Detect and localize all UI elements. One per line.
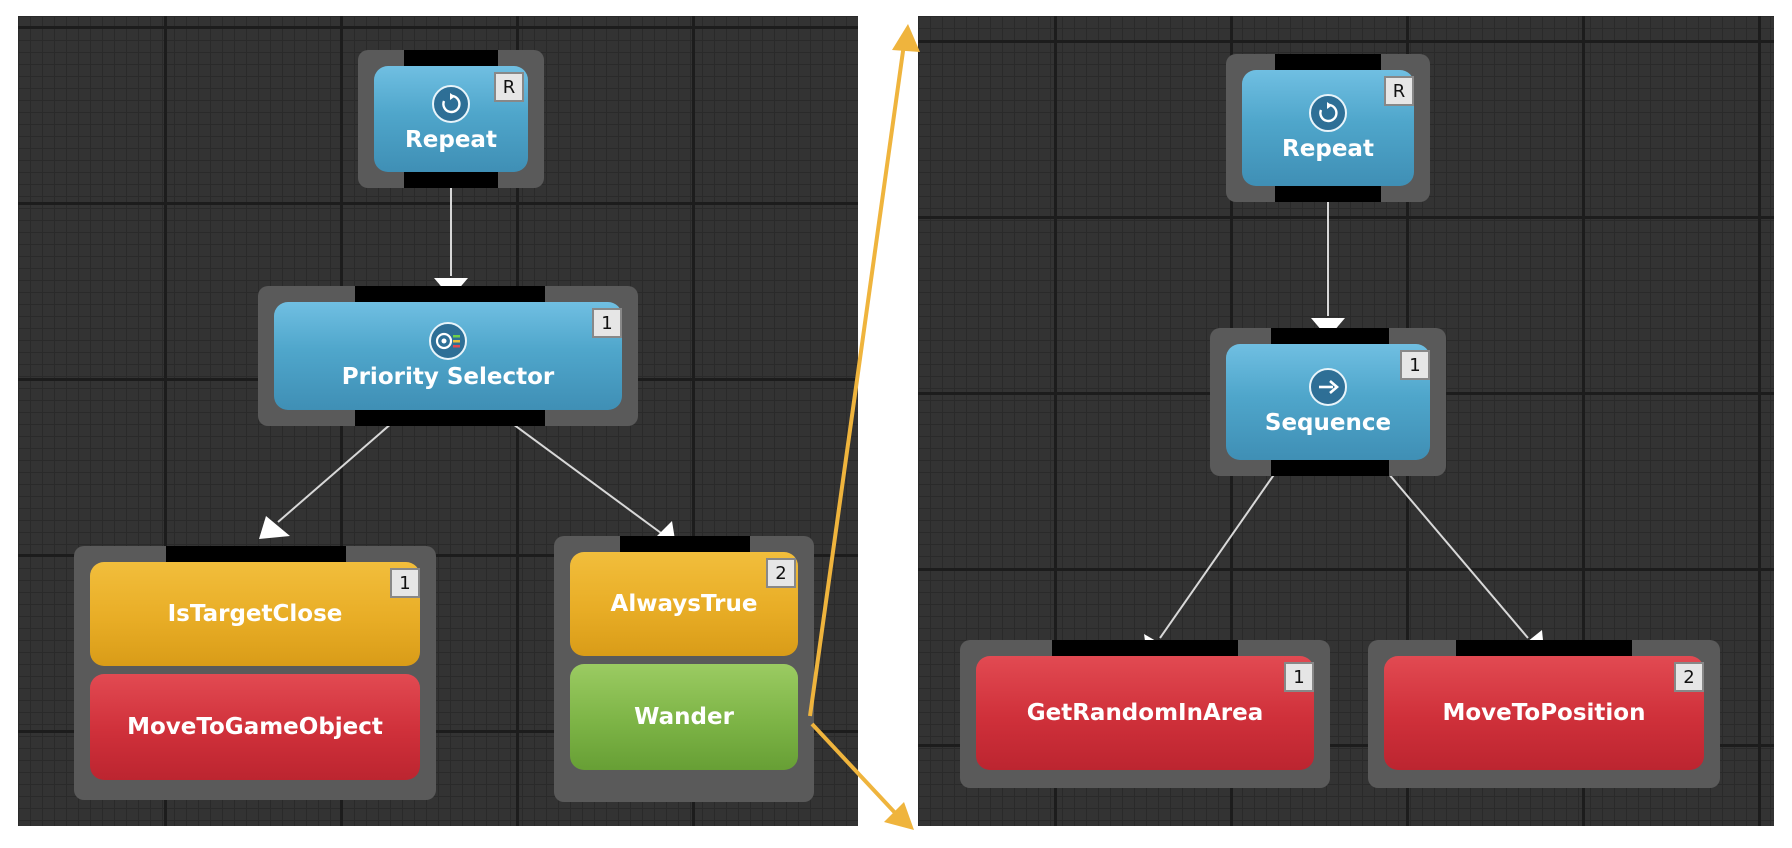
always-true-label: AlwaysTrue xyxy=(610,591,758,617)
priority-selector-node[interactable]: Priority Selector xyxy=(274,302,622,410)
move-to-position-label: MoveToPosition xyxy=(1442,700,1646,726)
sequence-node[interactable]: Sequence xyxy=(1226,344,1430,460)
sequence-bottom-port xyxy=(1271,460,1389,476)
repeat-top-port xyxy=(404,50,498,66)
repeat-label: Repeat xyxy=(405,127,497,153)
callout-arrow-up-line xyxy=(808,43,906,717)
sequence-arrow-icon xyxy=(1309,368,1347,406)
move-to-position-node[interactable]: MoveToPosition xyxy=(1384,656,1704,770)
callout-arrow-up-head xyxy=(892,24,920,52)
repeat-icon xyxy=(1309,94,1347,132)
branch1-top-port xyxy=(166,546,346,562)
repeat-badge: R xyxy=(494,72,524,102)
wander-label: Wander xyxy=(634,704,734,730)
right-behavior-tree-canvas: Repeat R Sequence 1 GetRandomInArea 1 Mo… xyxy=(918,16,1774,826)
arrowhead-branch1 xyxy=(259,516,290,539)
link-selector-to-branch1 xyxy=(277,415,401,523)
priority-selector-label: Priority Selector xyxy=(341,364,555,390)
priority-selector-icon xyxy=(429,322,467,360)
wander-node[interactable]: Wander xyxy=(570,664,798,770)
link-sequence-to-child2 xyxy=(1381,465,1529,639)
link-selector-to-branch2 xyxy=(501,415,662,534)
child1-top-port xyxy=(1052,640,1238,656)
priority-selector-badge: 1 xyxy=(592,308,622,338)
right-repeat-label: Repeat xyxy=(1282,136,1374,162)
callout-arrow-down-line xyxy=(810,722,900,818)
callout-arrow-down-head xyxy=(884,802,914,830)
right-repeat-badge: R xyxy=(1384,76,1414,106)
branch2-badge: 2 xyxy=(766,558,796,588)
sequence-label: Sequence xyxy=(1264,410,1392,436)
left-behavior-tree-canvas: Repeat R Priority Selector 1 IsTargetClo… xyxy=(18,16,858,826)
priority-selector-top-port xyxy=(355,286,545,302)
repeat-bottom-port xyxy=(404,172,498,188)
right-repeat-top-port xyxy=(1275,54,1381,70)
sequence-top-port xyxy=(1271,328,1389,344)
sequence-badge: 1 xyxy=(1400,350,1430,380)
priority-selector-bottom-port xyxy=(355,410,545,426)
is-target-close-label: IsTargetClose xyxy=(167,601,343,627)
child1-badge: 1 xyxy=(1284,662,1314,692)
is-target-close-node[interactable]: IsTargetClose xyxy=(90,562,420,666)
move-to-game-object-node[interactable]: MoveToGameObject xyxy=(90,674,420,780)
child2-top-port xyxy=(1456,640,1632,656)
always-true-node[interactable]: AlwaysTrue xyxy=(570,552,798,656)
move-to-game-object-label: MoveToGameObject xyxy=(127,714,383,740)
link-sequence-to-child1 xyxy=(1159,465,1281,639)
get-random-in-area-label: GetRandomInArea xyxy=(1026,700,1264,726)
get-random-in-area-node[interactable]: GetRandomInArea xyxy=(976,656,1314,770)
branch1-badge: 1 xyxy=(390,568,420,598)
right-repeat-bottom-port xyxy=(1275,186,1381,202)
child2-badge: 2 xyxy=(1674,662,1704,692)
repeat-icon xyxy=(432,85,470,123)
branch2-top-port xyxy=(620,536,750,552)
